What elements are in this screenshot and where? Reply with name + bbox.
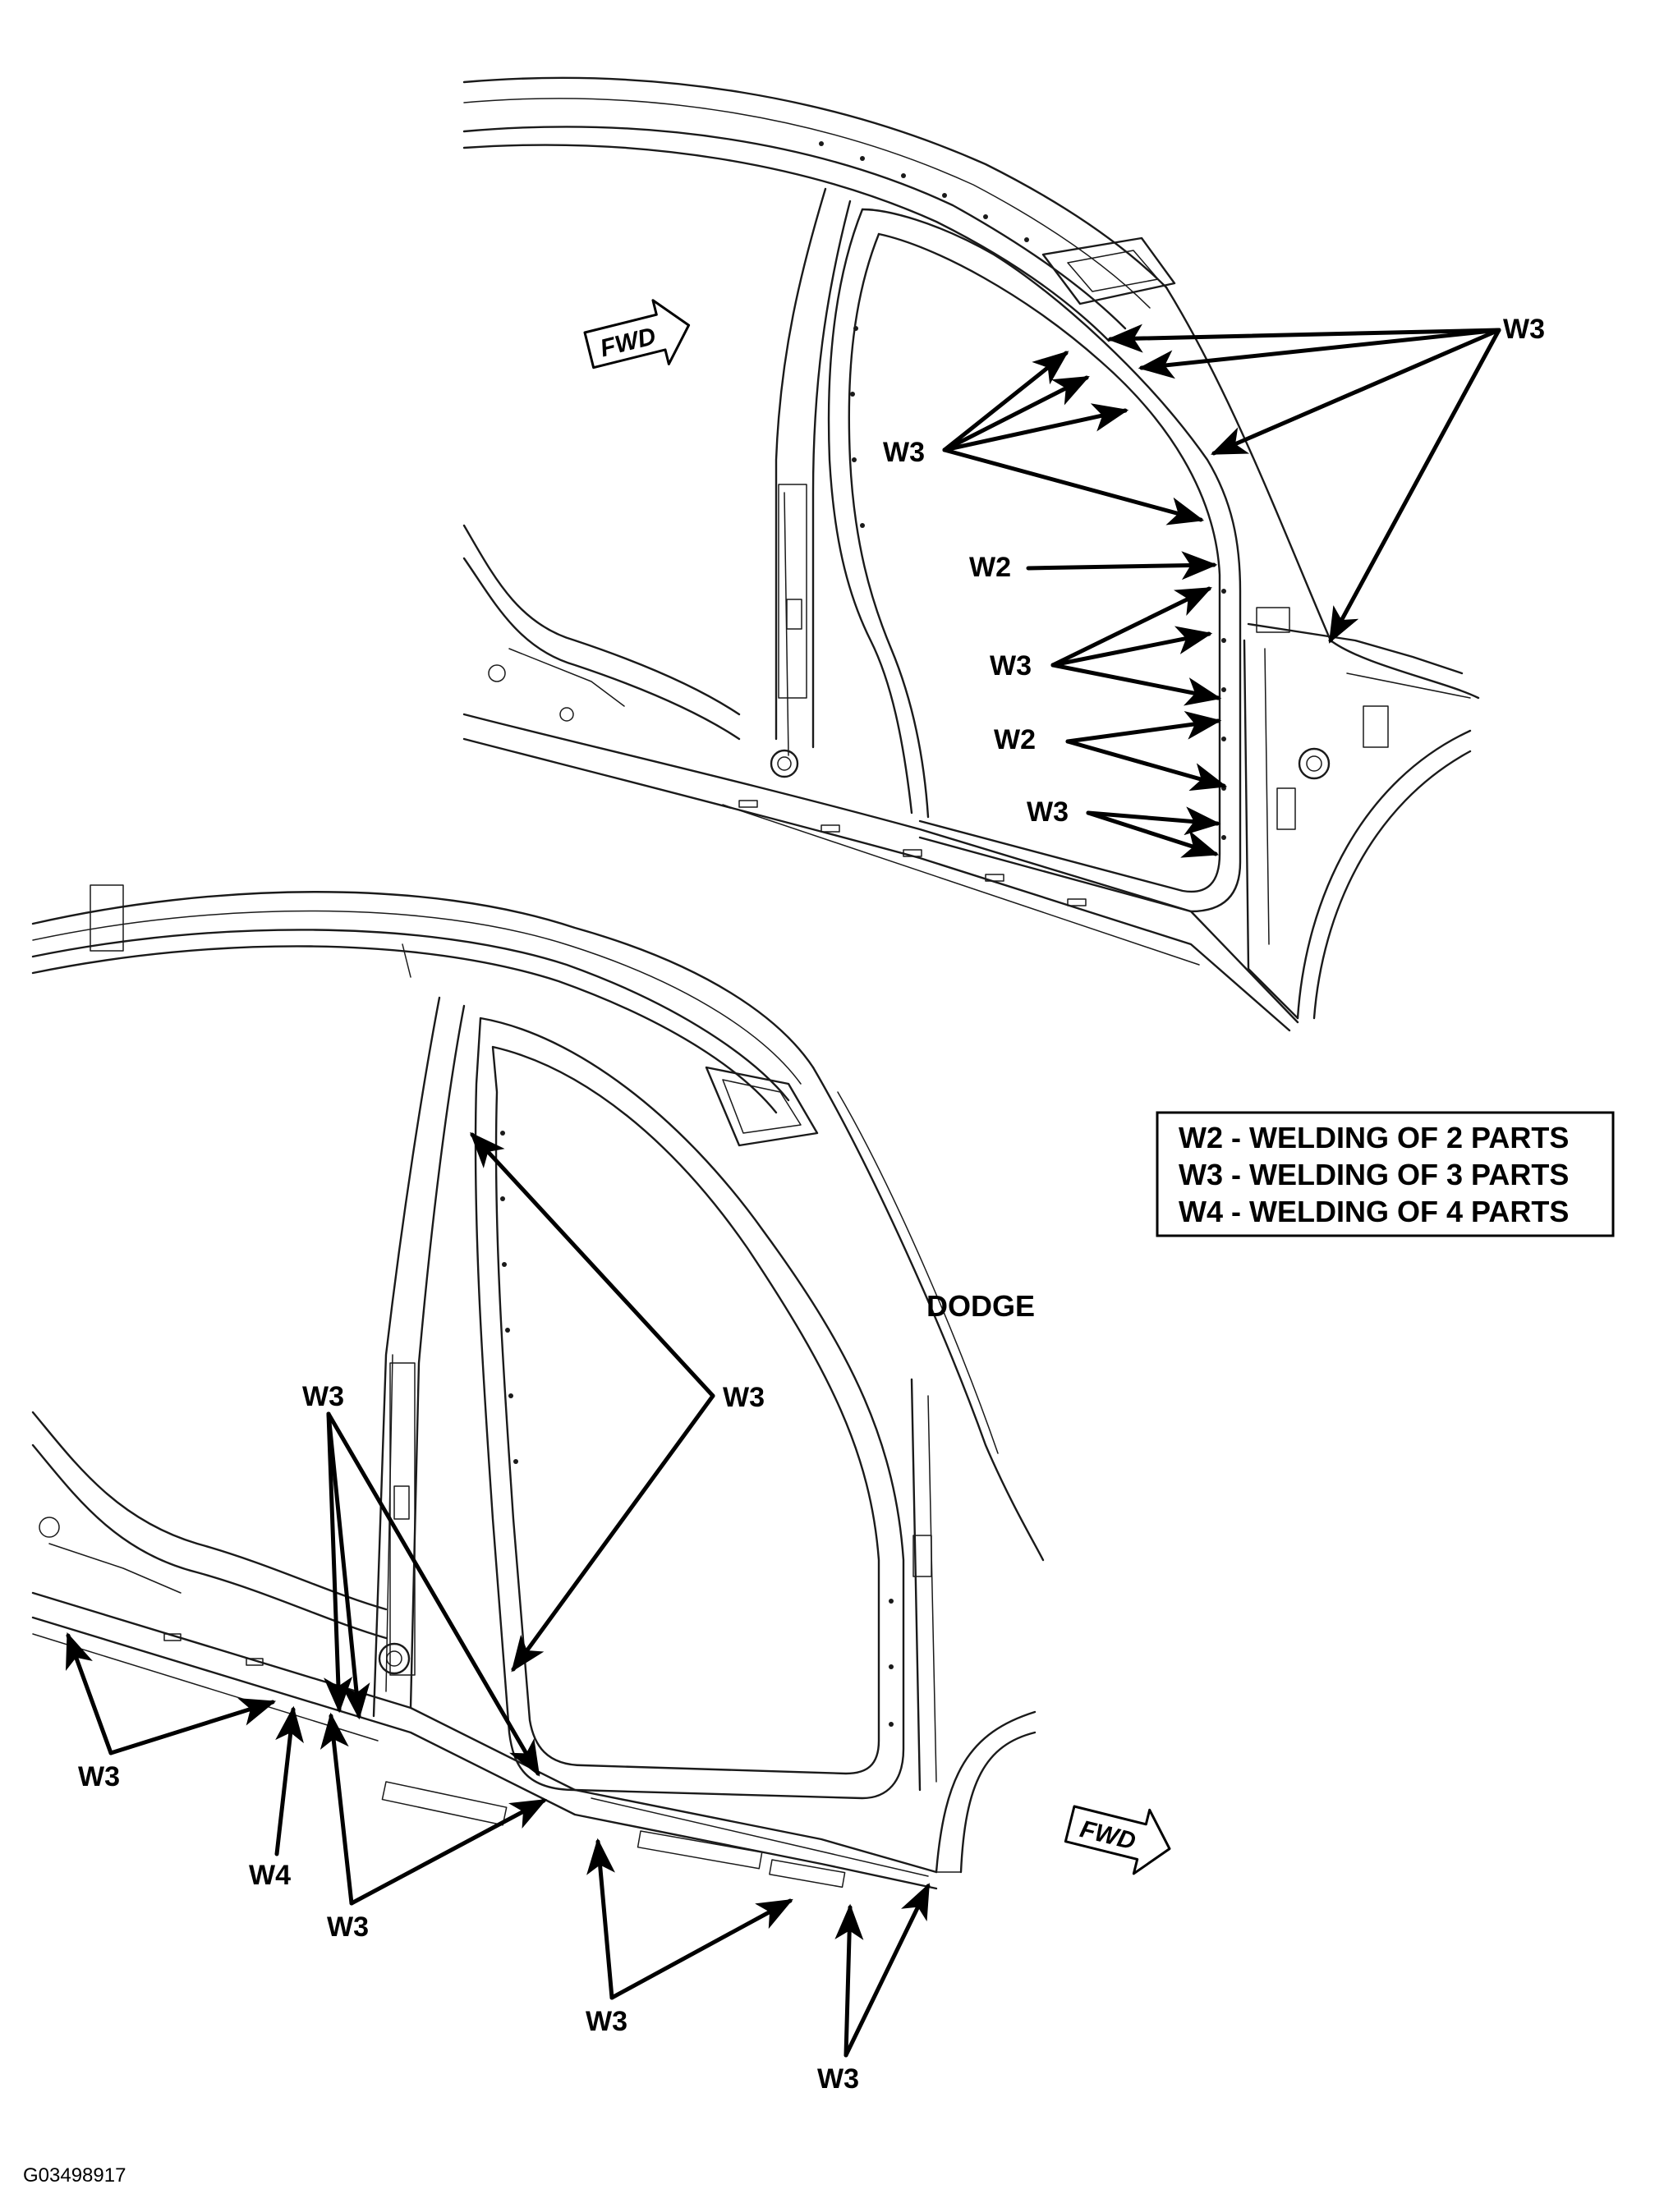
- lower-body-side-view: [31, 884, 1045, 1890]
- bottom-callouts: W3 W3 W3 W4 W3 W3 W3: [66, 1131, 931, 2095]
- callout-w3-rear-sill: W3: [78, 1761, 120, 1792]
- front-door-flange-spot-welds: [500, 1131, 894, 1727]
- legend-item-w2: W2 - WELDING OF 2 PARTS: [1179, 1121, 1569, 1154]
- callout-w3-b-pillar: W3: [302, 1381, 344, 1412]
- callout-w3-top-right: W3: [1503, 314, 1545, 345]
- legend-item-w3: W3 - WELDING OF 3 PARTS: [1179, 1158, 1569, 1191]
- fwd-arrow-top: FWD: [583, 299, 691, 369]
- callout-w2-lower: W2: [994, 724, 1036, 755]
- brand-label: DODGE: [926, 1289, 1035, 1323]
- door-flange-spot-welds: [850, 326, 1226, 840]
- lower-sill-slots: [163, 1633, 846, 1888]
- upper-body-side-view: [462, 76, 1480, 1032]
- callout-w2-upper: W2: [969, 552, 1011, 583]
- sill-slots: [738, 800, 1087, 906]
- callout-w3-lower: W3: [1027, 796, 1069, 828]
- callout-w3-hinge-pillar: W3: [817, 2063, 859, 2095]
- callout-w3-door-flange: W3: [723, 1382, 765, 1413]
- top-callouts: W3 W3 W2 W3 W2 W3: [883, 314, 1545, 858]
- callout-w3-middle: W3: [990, 650, 1032, 681]
- callout-w4: W4: [249, 1860, 291, 1891]
- fwd-arrow-bottom: FWD: [1064, 1805, 1171, 1875]
- legend-box: [1156, 1111, 1615, 1237]
- callout-w3-top-left: W3: [883, 437, 925, 468]
- callout-w3-b-pillar-base: W3: [327, 1911, 369, 1943]
- roof-rail-spot-welds: [819, 141, 1029, 242]
- legend: W2 - WELDING OF 2 PARTS W3 - WELDING OF …: [1156, 1111, 1615, 1237]
- callout-w3-front-sill: W3: [586, 2006, 627, 2037]
- figure-id: G03498917: [23, 2164, 126, 2187]
- legend-item-w4: W4 - WELDING OF 4 PARTS: [1179, 1195, 1569, 1228]
